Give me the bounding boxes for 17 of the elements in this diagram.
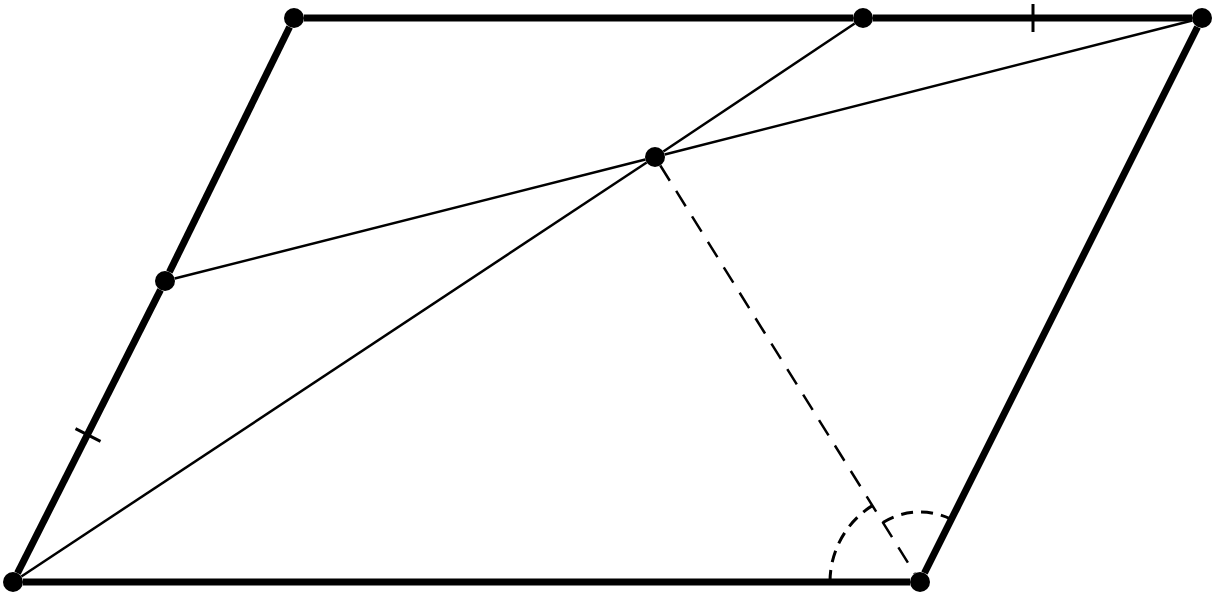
line-segment: [664, 19, 1193, 156]
point-dot: [1192, 8, 1212, 28]
point-dot: [155, 271, 175, 291]
line-segment: [174, 158, 646, 280]
line-segment: [14, 288, 164, 575]
line-segment: [20, 161, 648, 578]
line-segment: [873, 14, 1192, 22]
point-dot: [910, 572, 930, 592]
point-dot: [645, 147, 665, 167]
line-segment: [662, 22, 856, 153]
point-dot: [284, 8, 304, 28]
point-dot: [853, 8, 873, 28]
line-segment: [304, 14, 853, 22]
line-segment: [23, 578, 910, 586]
line-segment: [166, 25, 293, 274]
line-segment: [921, 25, 1201, 575]
point-dot: [3, 572, 23, 592]
